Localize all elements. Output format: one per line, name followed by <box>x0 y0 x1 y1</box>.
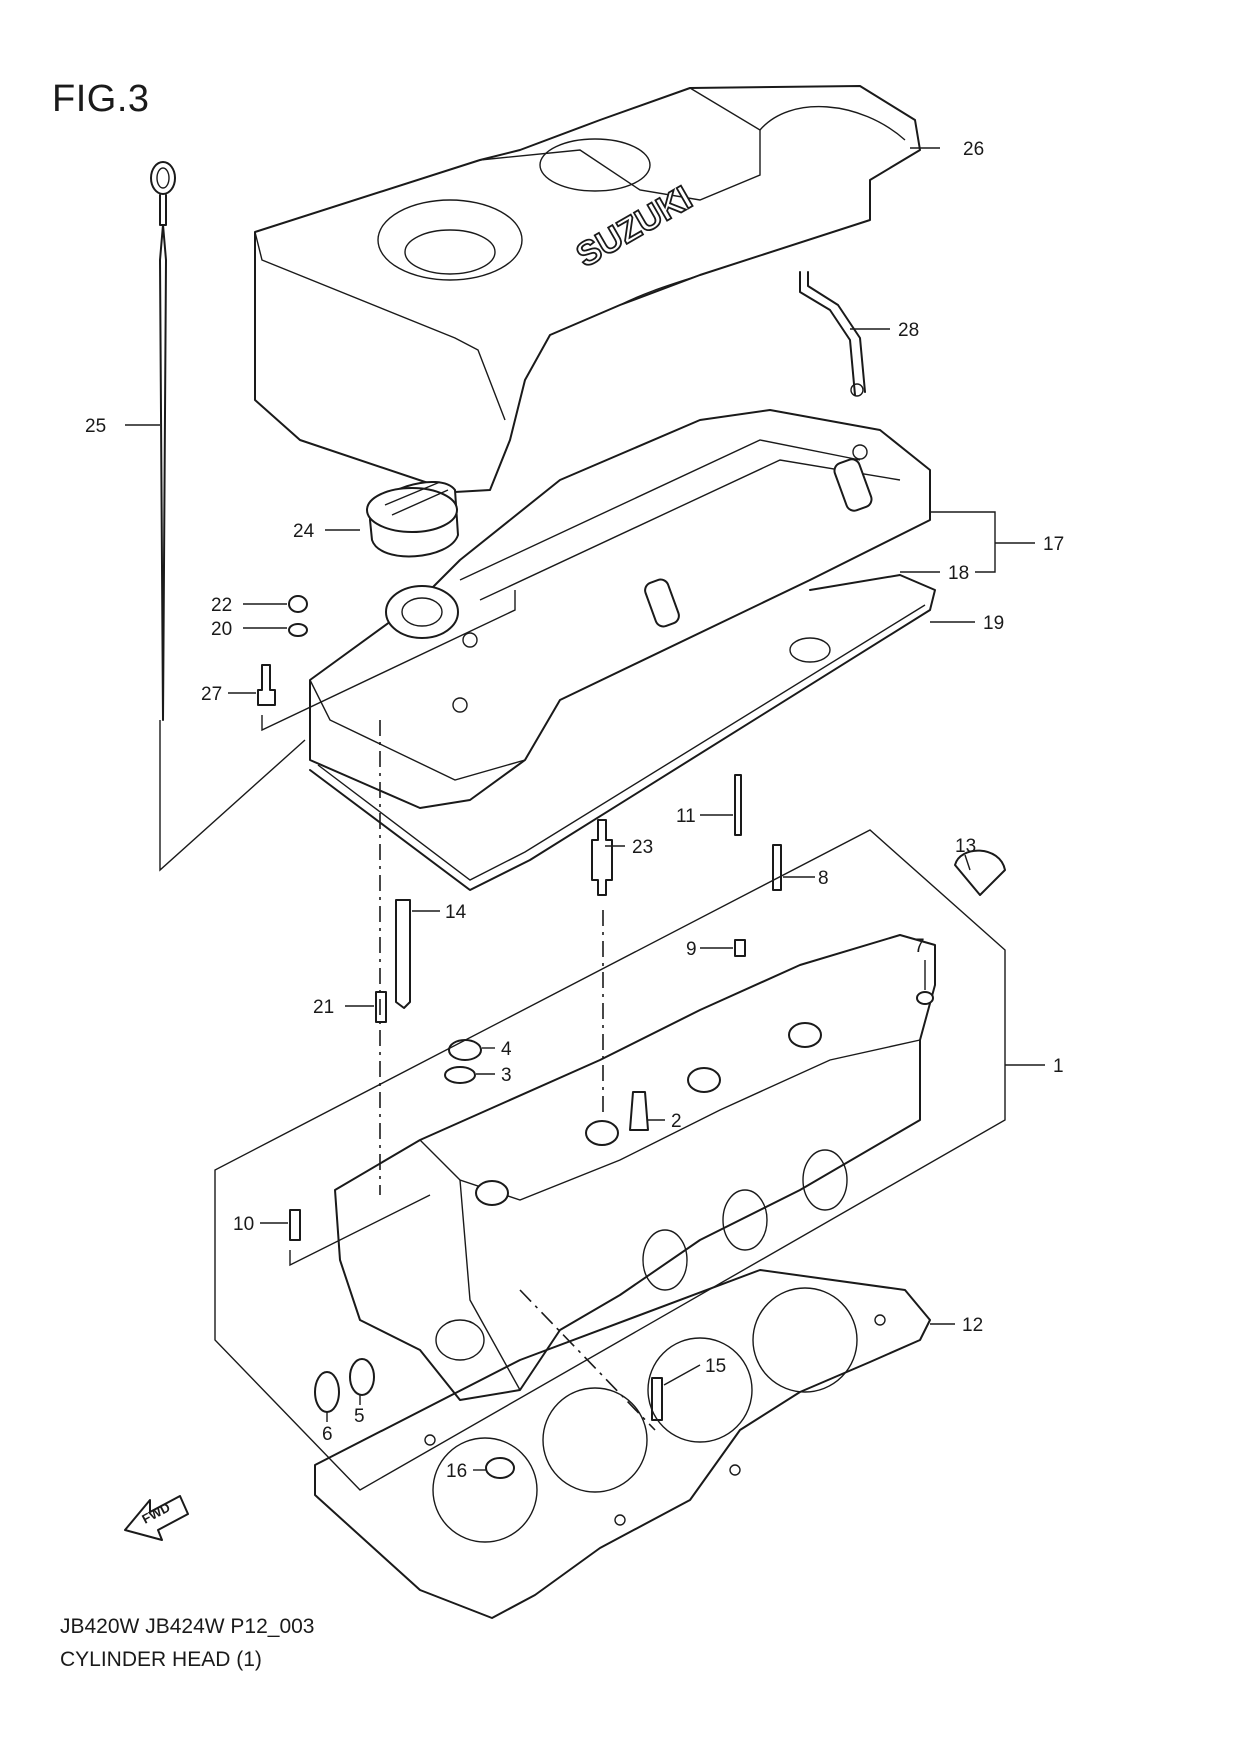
callout-16: 16 <box>446 1461 467 1482</box>
callout-1: 1 <box>1053 1056 1064 1077</box>
callout-4: 4 <box>501 1039 512 1060</box>
bolt-8 <box>772 844 782 891</box>
washer-20 <box>288 623 308 637</box>
oil-dipstick <box>150 161 176 721</box>
cylinder-head <box>334 934 936 1401</box>
callout-11: 11 <box>676 806 696 827</box>
callout-19: 19 <box>983 613 1004 634</box>
callout-14: 14 <box>445 902 467 923</box>
model-code: JB420W JB424W P12_003 <box>60 1615 315 1638</box>
bracket <box>799 271 866 397</box>
guide-2 <box>629 1091 649 1131</box>
callout-22: 22 <box>211 595 232 616</box>
callout-7: 7 <box>914 936 925 957</box>
callout-12: 12 <box>962 1315 983 1336</box>
cylinder-head-cover <box>309 409 931 809</box>
cap-13 <box>954 849 1006 896</box>
nut-22 <box>288 595 308 613</box>
diagram-name: CYLINDER HEAD (1) <box>60 1648 262 1671</box>
callout-17: 17 <box>1043 534 1064 555</box>
callout-3: 3 <box>501 1065 512 1086</box>
head-cover-gasket <box>309 574 936 891</box>
callout-21: 21 <box>313 997 334 1018</box>
dowel-21 <box>375 991 387 1023</box>
pin-9 <box>734 939 746 957</box>
fwd-direction-arrow: FWD <box>124 1495 189 1541</box>
callout-26: 26 <box>963 139 984 160</box>
callout-9: 9 <box>686 939 697 960</box>
stud-27 <box>257 664 276 706</box>
callout-6: 6 <box>322 1424 333 1445</box>
plug-4 <box>448 1039 482 1061</box>
dowel-16 <box>485 1457 515 1479</box>
assembly-outlines <box>159 590 1006 1491</box>
spark-plug <box>591 819 613 896</box>
callout-27: 27 <box>201 684 222 705</box>
callout-8: 8 <box>818 868 829 889</box>
figure-title: FIG.3 <box>52 78 150 120</box>
callout-18: 18 <box>948 563 969 584</box>
gasket-3 <box>444 1066 476 1084</box>
engine-cover: SUZUKI <box>254 85 921 493</box>
bolt-14 <box>395 899 411 1009</box>
oil-filler-cap <box>366 481 459 558</box>
seal-5 <box>349 1358 375 1396</box>
callout-23: 23 <box>632 837 653 858</box>
callout-25: 25 <box>85 416 106 437</box>
callout-28: 28 <box>898 320 919 341</box>
plug-7 <box>916 991 934 1005</box>
head-gasket <box>314 1269 931 1619</box>
callout-15: 15 <box>705 1356 726 1377</box>
callout-24: 24 <box>293 521 315 542</box>
callout-5: 5 <box>354 1406 365 1427</box>
plug-6 <box>314 1371 340 1413</box>
bolt-15 <box>651 1377 663 1421</box>
callout-13: 13 <box>955 836 976 857</box>
callout-10: 10 <box>233 1214 254 1235</box>
callout-2: 2 <box>671 1111 682 1132</box>
stud-11 <box>734 774 742 836</box>
plug-10 <box>289 1209 301 1241</box>
callout-20: 20 <box>211 619 232 640</box>
callout-labels: 26 28 25 24 17 18 19 22 20 27 11 23 13 8… <box>85 139 1064 1482</box>
